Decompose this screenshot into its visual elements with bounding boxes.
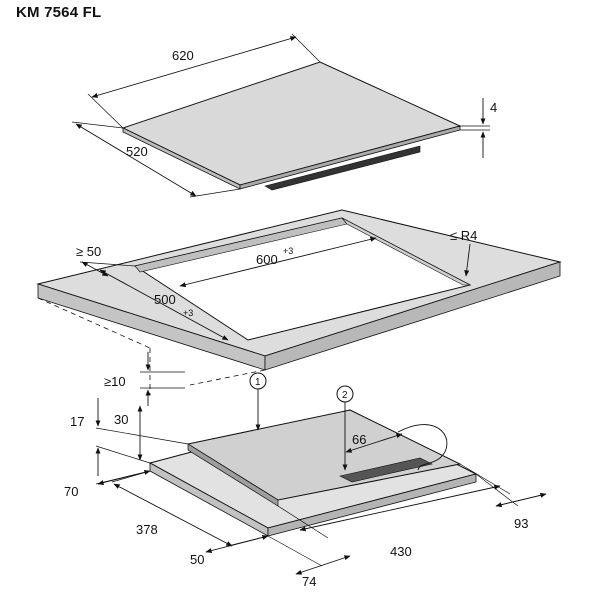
label-17: 17	[70, 414, 84, 429]
hob-underside-body	[264, 145, 421, 191]
model-title: KM 7564 FL	[16, 4, 102, 21]
dimension-66	[345, 433, 403, 453]
label-66: 66	[352, 432, 366, 447]
label-top-width: 620	[172, 48, 194, 63]
hob-glass-top	[121, 61, 462, 186]
dimension-corner-radius	[464, 243, 471, 277]
label-430: 430	[390, 544, 412, 559]
label-top-thickness: 4	[490, 100, 497, 115]
dimension-top-depth	[71, 121, 241, 198]
dimension-70	[95, 469, 151, 486]
power-cable	[397, 424, 448, 471]
connection-box	[339, 457, 433, 483]
dimension-min-below	[140, 352, 185, 406]
dimension-50	[205, 534, 269, 554]
label-93: 93	[514, 516, 528, 531]
label-30: 30	[114, 412, 128, 427]
label-74: 74	[302, 574, 316, 589]
label-min-below: ≥10	[104, 374, 126, 389]
hob-top-view	[121, 61, 462, 191]
callout-1	[249, 372, 267, 431]
label-50: 50	[190, 552, 204, 567]
label-378: 378	[136, 522, 158, 537]
dimension-top-width	[87, 33, 321, 129]
dimension-93	[475, 473, 547, 508]
cutout-side-wall	[341, 217, 471, 286]
callout-1-label: 1	[255, 377, 261, 388]
label-corner-radius: ≤ R4	[450, 228, 477, 243]
label-top-depth: 520	[126, 144, 148, 159]
dashed-extension-lines	[37, 297, 266, 395]
dimension-min-edge	[79, 261, 136, 277]
dimension-430	[277, 463, 511, 539]
label-cutout-width-tolerance: +3	[283, 246, 293, 256]
label-cutout-width: 600	[256, 252, 278, 267]
dimension-top-thickness	[460, 98, 490, 158]
callout-2	[336, 385, 354, 471]
label-cutout-depth-tolerance: +3	[183, 308, 193, 318]
worktop-right-edge	[264, 261, 561, 371]
worktop-cutout	[36, 209, 562, 371]
label-min-edge: ≥ 50	[76, 244, 101, 259]
label-70: 70	[64, 484, 78, 499]
label-cutout-depth: 500	[154, 292, 176, 307]
callout-2-label: 2	[342, 390, 348, 401]
dimension-cutout-depth	[99, 269, 229, 341]
hob-installed-view	[148, 409, 478, 537]
dimension-74	[267, 535, 351, 575]
